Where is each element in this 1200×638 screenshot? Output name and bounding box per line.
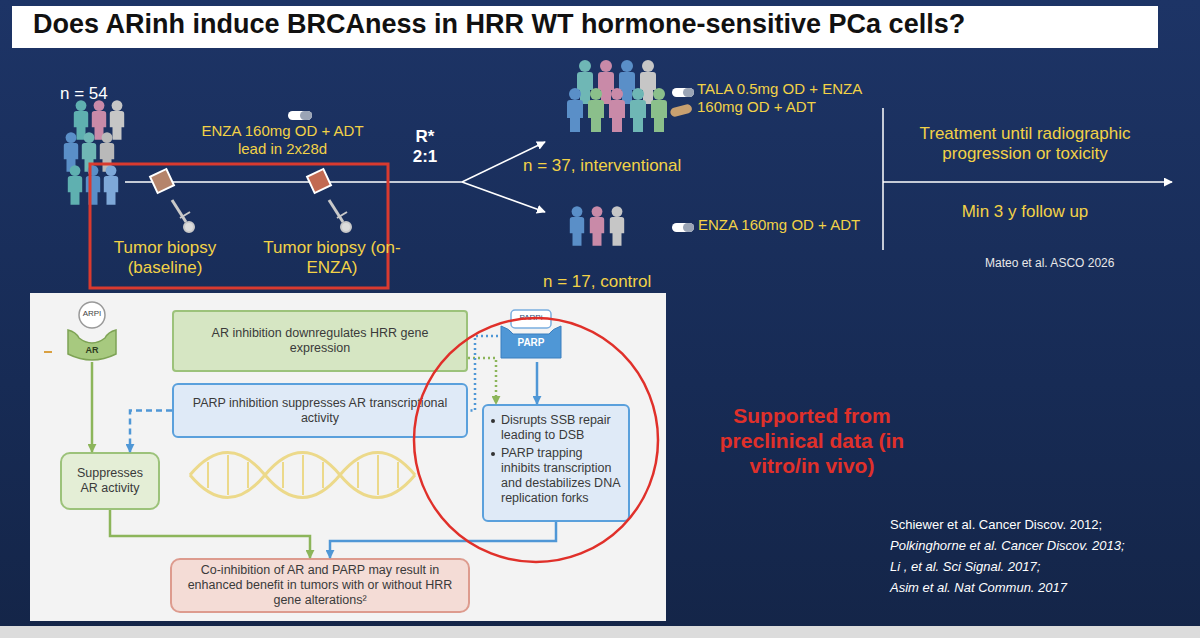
bullet-text: PARP trapping inhibits transcription and… [501,446,621,506]
dna-illustration [190,453,415,498]
outcome-box: Co-inhibition of AR and PARP may result … [170,558,470,613]
bullet-text: Disrupts SSB repair leading to DSB [501,413,621,443]
bullet-dot [491,419,495,423]
connector-arrow [110,510,310,558]
box-text: PARP inhibition suppresses AR transcript… [182,396,458,426]
icon-label: AR [62,345,122,356]
process-box: AR inhibition downregulates HRR gene exp… [172,310,468,372]
bullet-row: Disrupts SSB repair leading to DSB [491,413,621,443]
bullet-dot [491,452,495,456]
receptor-icon: ARPI AR [62,300,122,362]
control-group [570,206,624,246]
follow-up-note: Min 3 y follow up [900,202,1150,222]
process-box: Suppresses AR activity [60,452,160,510]
step-label: Tumor biopsy (on-ENZA) [256,238,408,278]
connector-arrow [130,411,172,453]
treatment-note: TALA 0.5mg OD + ENZA 160mg OD + ADT [697,80,869,115]
arm-label: n = 37, interventional [523,156,743,176]
reference: Polkinghorne et al. Cancer Discov. 2013; [890,538,1190,553]
bullet-row: PARP trapping inhibits transcription and… [491,446,621,506]
reference: Asim et al. Nat Commun. 2017 [890,580,1190,595]
inset-panel [30,293,666,621]
connector-arrow [468,358,496,404]
arm-label: n = 17, control [543,272,713,292]
reference: Schiewer et al. Cancer Discov. 2012; [890,517,1190,532]
patient-group [64,100,124,205]
step-label: Tumor biopsy (baseline) [90,238,240,278]
bullet-box: Disrupts SSB repair leading to DSBPARP t… [482,404,630,522]
dash-mark [44,351,52,353]
connector-arrow [468,336,498,411]
icon-label: PARP [498,337,564,349]
citation: Mateo et al. ASCO 2026 [985,256,1165,270]
enzyme-icon: PARPiPARP [498,308,564,362]
connector-arrow [536,362,539,404]
randomization-label: R* 2:1 [403,127,447,167]
sample-size: n = 54 [60,84,150,104]
box-text: AR inhibition downregulates HRR gene exp… [182,326,458,356]
treatment-note: ENZA 160mg OD + ADT [698,216,873,234]
treatment-note: ENZA 160mg OD + ADT lead in 2x28d [195,122,370,157]
timeline [125,108,1172,250]
slide-title: Does ARinh induce BRCAness in HRR WT hor… [33,9,965,40]
process-box: PARP inhibition suppresses AR transcript… [172,383,468,438]
connector-arrow [91,362,94,452]
icon-label: ARPI [62,309,122,319]
box-text: Co-inhibition of AR and PARP may result … [180,563,460,608]
biopsy-icon [150,169,351,232]
endpoint-note: Treatment until radiographic progression… [900,124,1150,164]
callout-note: Supported from preclinical data (in vitr… [717,404,907,478]
connector-arrow [330,522,556,558]
icon-label: PARPi [498,313,564,323]
interventional-group [567,60,667,132]
box-text: Suppresses AR activity [70,466,150,496]
bottom-strip [0,626,1200,638]
reference: Li , et al. Sci Signal. 2017; [890,559,1190,574]
title-banner [12,6,1158,48]
